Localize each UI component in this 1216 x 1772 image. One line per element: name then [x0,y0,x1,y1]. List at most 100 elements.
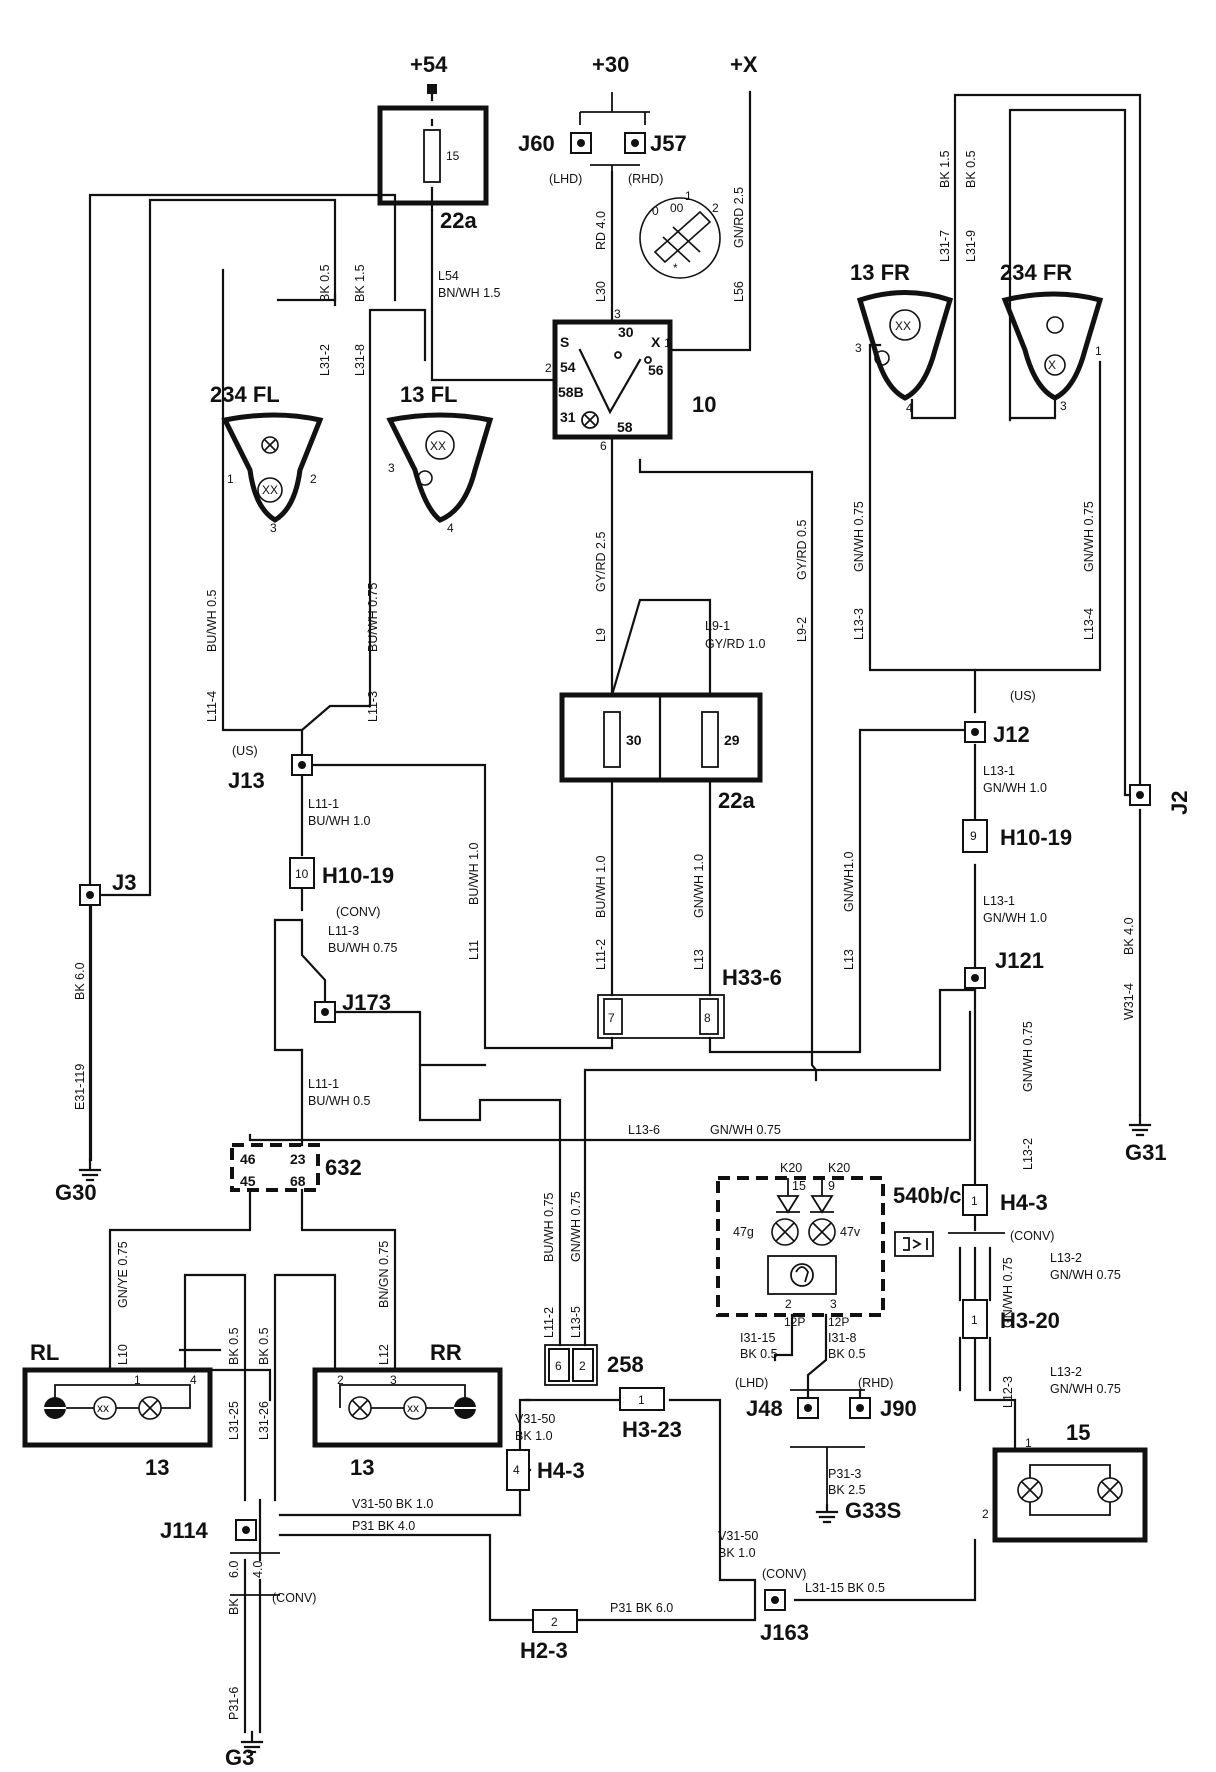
svg-text:BU/WH 1.0: BU/WH 1.0 [594,855,608,918]
svg-text:GN/RD 2.5: GN/RD 2.5 [732,187,746,248]
svg-text:GN/WH 0.75: GN/WH 0.75 [1001,1257,1015,1328]
svg-text:I31-15: I31-15 [740,1331,775,1345]
svg-text:(US): (US) [232,744,258,758]
svg-text:(LHD): (LHD) [549,172,582,186]
svg-text:4: 4 [906,401,913,415]
svg-text:12P: 12P [784,1315,805,1329]
svg-text:1: 1 [685,189,692,203]
svg-text:2: 2 [982,1507,989,1521]
svg-text:BU/WH 1.0: BU/WH 1.0 [308,814,371,828]
svg-text:30: 30 [618,324,634,340]
lamp-13fr: 13 FR XX 3 4 [850,260,954,415]
svg-text:(CONV): (CONV) [336,905,380,919]
svg-text:2: 2 [712,201,719,215]
supply-54: +54 [410,52,448,77]
svg-text:J121: J121 [995,948,1044,973]
svg-text:6.0: 6.0 [227,1561,241,1578]
svg-text:GN/WH 0.75: GN/WH 0.75 [1050,1382,1121,1396]
svg-text:BK 6.0: BK 6.0 [73,962,87,1000]
svg-text:BU/WH 0.75: BU/WH 0.75 [366,582,380,652]
svg-text:J90: J90 [880,1396,917,1421]
svg-text:(RHD): (RHD) [858,1376,893,1390]
svg-text:(CONV): (CONV) [1010,1229,1054,1243]
svg-text:P31 BK 6.0: P31 BK 6.0 [610,1601,673,1615]
supply-x: +X [730,52,758,77]
svg-text:GN/WH 1.0: GN/WH 1.0 [692,854,706,918]
svg-text:V31-50: V31-50 [718,1529,758,1543]
svg-text:00: 00 [670,201,684,215]
svg-text:BK 0.5: BK 0.5 [740,1347,778,1361]
svg-text:L13: L13 [692,949,706,970]
connector-h2-3: 2 H2-3 [520,1609,578,1663]
svg-text:J163: J163 [760,1620,809,1645]
svg-text:GY/RD 0.5: GY/RD 0.5 [795,520,809,580]
svg-text:L11-3: L11-3 [328,924,359,938]
svg-text:L13-2: L13-2 [1050,1365,1082,1379]
svg-text:I31-8: I31-8 [828,1331,857,1345]
svg-text:9: 9 [970,829,977,843]
svg-text:29: 29 [724,732,740,748]
g3-label: G3 [225,1745,254,1770]
svg-text:RD 4.0: RD 4.0 [594,211,608,250]
svg-text:BK 0.5: BK 0.5 [828,1347,866,1361]
svg-text:H3-20: H3-20 [1000,1308,1060,1333]
svg-text:8: 8 [704,1011,711,1025]
g30-label: G30 [55,1180,97,1205]
svg-text:BK 0.5: BK 0.5 [318,264,332,302]
svg-text:1: 1 [227,472,234,486]
connector-j48-j90: J48 J90 (LHD) (RHD) 12P 12P [735,1315,917,1421]
fuse-22a-top: 15 22a [377,105,489,233]
svg-text:632: 632 [325,1155,362,1180]
svg-text:(LHD): (LHD) [735,1376,768,1390]
svg-text:GN/WH 0.75: GN/WH 0.75 [1021,1021,1035,1092]
svg-text:6: 6 [600,439,607,453]
svg-text:3: 3 [388,461,395,475]
svg-text:GN/WH 0.75: GN/WH 0.75 [710,1123,781,1137]
svg-text:J114: J114 [160,1518,208,1543]
svg-text:XX: XX [430,439,446,453]
svg-text:V31-50: V31-50 [515,1412,555,1426]
svg-text:*: * [673,261,678,275]
connector-j114: J114 [160,1518,280,1596]
svg-text:BU/WH 1.0: BU/WH 1.0 [467,842,481,905]
svg-text:BK 0.5: BK 0.5 [964,150,978,188]
svg-text:H2-3: H2-3 [520,1638,568,1663]
connector-j121: J121 [964,948,1044,989]
svg-text:xx: xx [97,1401,109,1415]
svg-text:E31-119: E31-119 [73,1064,87,1110]
svg-text:XX: XX [262,483,278,497]
ignition-key-symbol: 0 1 00 2 * [639,189,721,279]
svg-text:BU/WH 0.75: BU/WH 0.75 [328,941,398,955]
svg-text:3: 3 [390,1373,397,1387]
svg-text:10: 10 [692,392,716,417]
svg-text:13: 13 [145,1455,169,1480]
light-switch-10: S 30 X 1 2 54 56 58B 31 58 3 6 10 [545,307,716,453]
svg-text:2: 2 [310,472,317,486]
svg-text:S: S [560,334,569,350]
svg-text:H33-6: H33-6 [722,965,782,990]
supply-54-terminal [427,84,437,94]
svg-text:GY/RD 2.5: GY/RD 2.5 [594,532,608,592]
svg-text:540b/c: 540b/c [893,1183,962,1208]
svg-text:L12: L12 [377,1344,391,1365]
svg-text:2: 2 [545,361,552,375]
svg-text:H4-3: H4-3 [537,1458,585,1483]
svg-text:1: 1 [971,1194,978,1208]
j60-label: J60 [518,131,555,156]
connector-h4-3-right: 1 H4-3 (CONV) [948,1184,1054,1243]
svg-text:3: 3 [830,1297,837,1311]
svg-text:BK 1.0: BK 1.0 [515,1429,553,1443]
fuse-22a-mid: 30 29 22a [559,692,763,813]
svg-text:L31-7: L31-7 [938,230,952,262]
svg-text:xx: xx [407,1401,419,1415]
svg-text:234 FL: 234 FL [210,382,280,407]
svg-text:1: 1 [971,1313,978,1327]
svg-text:58B: 58B [558,384,584,400]
svg-text:L31-15 BK 0.5: L31-15 BK 0.5 [805,1581,885,1595]
svg-text:47g: 47g [733,1225,754,1239]
connector-h10-19-left: 10 H10-19 (CONV) [289,857,394,919]
svg-text:13 FR: 13 FR [850,260,910,285]
svg-text:BK 1.5: BK 1.5 [938,150,952,188]
svg-text:GN/WH 0.75: GN/WH 0.75 [569,1191,583,1262]
connector-j163: J163 (CONV) [754,1567,809,1645]
